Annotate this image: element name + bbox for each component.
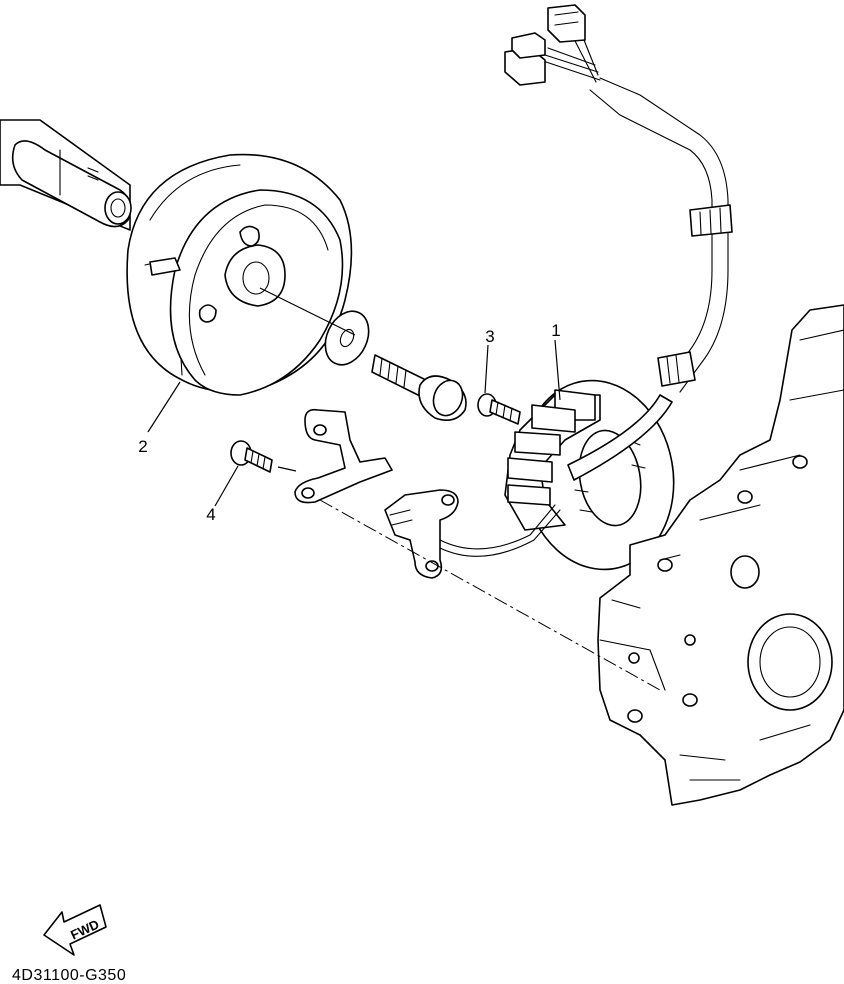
center-lines (259, 287, 661, 691)
rotor-bolt (371, 354, 467, 421)
diagram-code: 4D31100-G350 (12, 967, 126, 984)
callout-3: 3 (485, 327, 494, 346)
callout-2: 2 (138, 437, 147, 456)
stator-screw (477, 393, 521, 425)
rotor-assembly (126, 153, 353, 396)
washer (324, 310, 370, 366)
fwd-arrow-icon: FWD (43, 904, 107, 956)
crankcase (597, 304, 844, 806)
crankshaft (0, 119, 132, 231)
stator-assembly (504, 379, 675, 571)
callout-1: 1 (551, 321, 560, 340)
pickup-coil (384, 489, 459, 579)
pickup-coil-screw (230, 440, 273, 473)
pickup-bracket (294, 408, 393, 504)
wire-harness (439, 4, 733, 557)
callout-4: 4 (206, 505, 215, 524)
leader-lines (147, 339, 561, 507)
